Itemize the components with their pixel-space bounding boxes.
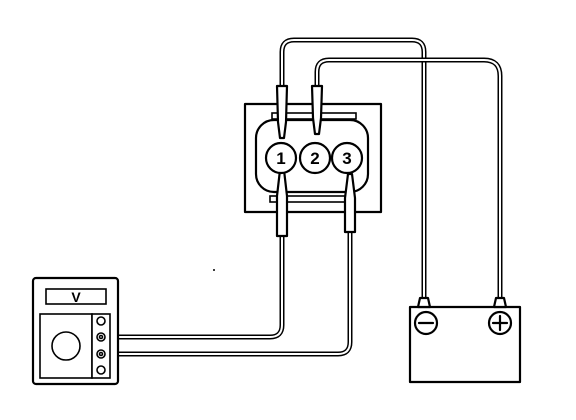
voltmeter: V — [31, 276, 120, 386]
battery-terminal-positive — [492, 296, 508, 309]
pin-label: 2 — [310, 149, 319, 168]
battery-terminal-negative — [416, 296, 432, 309]
probe-bottom-pin1 — [275, 168, 289, 238]
pin-label: 3 — [342, 149, 351, 168]
dial-icon — [51, 331, 81, 361]
probe-bottom-pin3 — [343, 172, 357, 234]
jack-icon — [96, 316, 106, 326]
minus-terminal-icon — [413, 310, 439, 336]
voltmeter-label: V — [71, 289, 81, 305]
pin-2: 2 — [298, 141, 332, 175]
pin-3: 3 — [330, 141, 364, 175]
probe-top-pin1 — [275, 84, 289, 140]
speck — [213, 269, 215, 271]
battery — [408, 296, 522, 384]
jack-icon — [98, 351, 104, 357]
wire-pin1-to-voltmeter — [97, 233, 285, 340]
pin-1: 1 — [264, 141, 298, 175]
wire-pin1-to-battery-negative — [279, 37, 427, 303]
jack-icon — [96, 365, 106, 375]
wire-pin2-to-battery-positive — [314, 57, 503, 303]
pin-label: 1 — [276, 149, 285, 168]
jack-icon — [98, 334, 104, 340]
plus-terminal-icon — [487, 310, 513, 336]
wire-pin3-to-voltmeter — [97, 229, 353, 357]
probe-top-pin2 — [310, 84, 324, 136]
